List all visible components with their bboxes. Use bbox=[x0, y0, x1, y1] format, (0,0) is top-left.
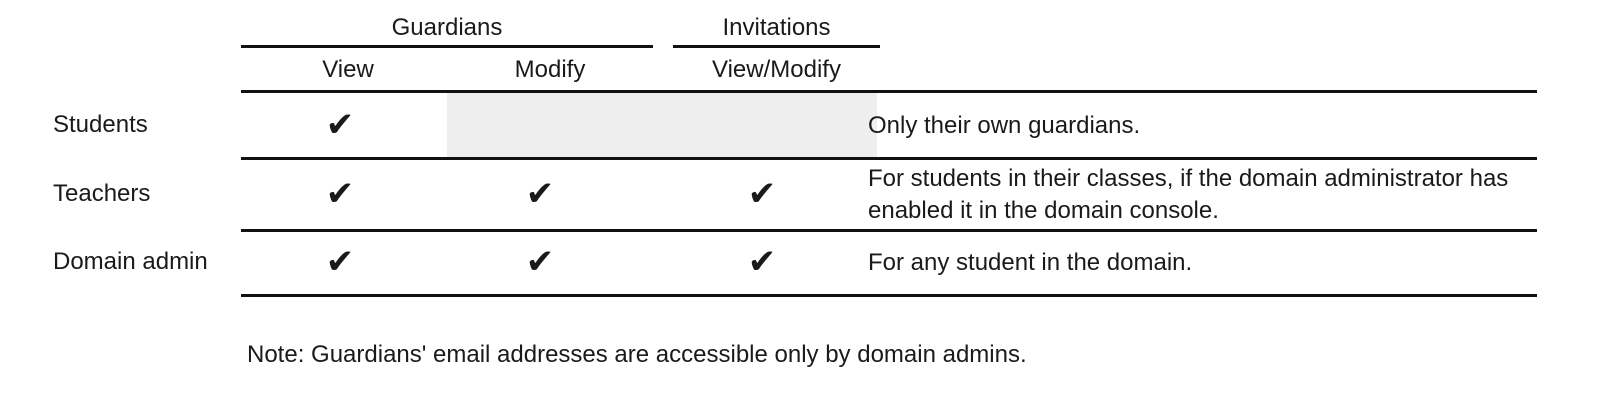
column-group-header-invitations: Invitations bbox=[722, 14, 831, 41]
table-rule-bottom bbox=[241, 294, 1537, 297]
table-rule-header-bottom bbox=[241, 90, 1537, 93]
checkmark-icon-students-view: ✔ bbox=[325, 105, 355, 145]
row-description-teachers: For students in their classes, if the do… bbox=[868, 165, 1509, 224]
row-description-students: Only their own guardians. bbox=[868, 112, 1141, 139]
rule-under-invitations-group bbox=[673, 45, 880, 48]
table-note: Note: Guardians' email addresses are acc… bbox=[247, 341, 1027, 368]
row-description-domain-admin: For any student in the domain. bbox=[868, 249, 1193, 276]
rule-under-guardians-group bbox=[241, 45, 653, 48]
cell-students-modify-not-applicable bbox=[447, 93, 877, 157]
column-group-header-guardians: Guardians bbox=[391, 14, 503, 41]
checkmark-icon-teachers-view: ✔ bbox=[325, 174, 355, 214]
checkmark-icon-domain-admin-invitations: ✔ bbox=[747, 242, 777, 282]
column-header-modify: Modify bbox=[514, 56, 586, 83]
column-header-view: View bbox=[322, 56, 374, 83]
checkmark-icon-domain-admin-modify: ✔ bbox=[525, 242, 555, 282]
row-label-students: Students bbox=[53, 111, 148, 138]
table-rule-after-students bbox=[241, 157, 1537, 160]
checkmark-icon-teachers-modify: ✔ bbox=[525, 174, 555, 214]
column-header-view-modify: View/Modify bbox=[712, 56, 841, 83]
table-rule-after-teachers bbox=[241, 229, 1537, 232]
row-label-teachers: Teachers bbox=[53, 180, 151, 207]
row-label-domain-admin: Domain admin bbox=[53, 248, 208, 275]
checkmark-icon-domain-admin-view: ✔ bbox=[325, 242, 355, 282]
checkmark-icon-teachers-invitations: ✔ bbox=[747, 174, 777, 214]
